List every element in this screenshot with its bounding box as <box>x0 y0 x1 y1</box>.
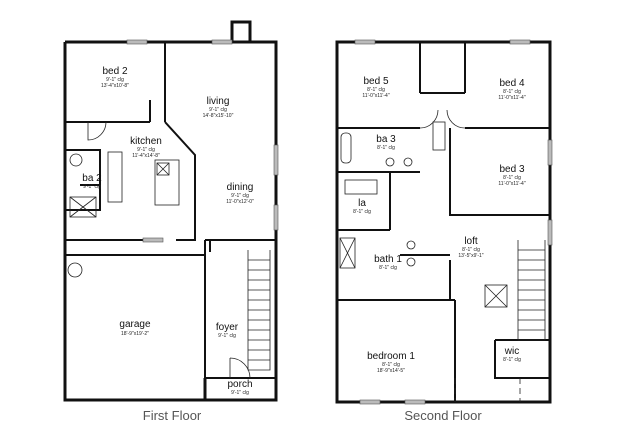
svg-text:13'-4"x10'-8": 13'-4"x10'-8" <box>101 83 129 89</box>
linen <box>432 121 446 151</box>
door <box>87 121 107 141</box>
room-name: la <box>358 198 366 209</box>
room-name: garage <box>119 319 151 330</box>
room-name: porch <box>227 379 252 390</box>
room-name: bed 3 <box>499 164 524 175</box>
svg-text:8'-1" clg: 8'-1" clg <box>503 89 521 95</box>
svg-text:8'-1" clg: 8'-1" clg <box>503 175 521 181</box>
room-name: bed 2 <box>102 66 127 77</box>
chimney <box>230 20 252 44</box>
stairs <box>517 240 546 341</box>
svg-text:8'-1" clg: 8'-1" clg <box>503 357 521 363</box>
svg-text:14'-8"x15'-10": 14'-8"x15'-10" <box>203 113 234 119</box>
room-name: wic <box>504 346 519 357</box>
second-floor-exterior-wall <box>335 40 552 404</box>
second-floor-plan: bed 5 8'-1" clg 11'-0"x11'-4" bed 4 8'-1… <box>335 39 553 423</box>
svg-text:9'-1" clg: 9'-1" clg <box>209 107 227 113</box>
second-floor-interior-walls <box>337 42 550 402</box>
first-floor-caption: First Floor <box>143 408 202 423</box>
room-name: kitchen <box>130 136 162 147</box>
room-name: bedroom 1 <box>367 351 415 362</box>
svg-text:9'-1" clg: 9'-1" clg <box>218 333 236 339</box>
svg-text:9'-1" clg: 9'-1" clg <box>231 390 249 396</box>
svg-text:8'-1" clg: 8'-1" clg <box>379 265 397 271</box>
bathtub <box>340 132 352 164</box>
svg-text:13'-5"x9'-1": 13'-5"x9'-1" <box>458 253 483 259</box>
room-name: loft <box>464 236 478 247</box>
door <box>419 109 466 129</box>
svg-text:11'-0"x11'-4": 11'-0"x11'-4" <box>362 93 389 99</box>
svg-text:8'-1" clg: 8'-1" clg <box>382 362 400 368</box>
svg-text:8'-1" clg: 8'-1" clg <box>462 247 480 253</box>
svg-text:8'-1" clg: 8'-1" clg <box>353 209 371 215</box>
first-floor-exterior-wall <box>63 40 278 402</box>
svg-text:8'-1" clg: 8'-1" clg <box>367 87 385 93</box>
first-floor-interior-walls <box>65 42 276 400</box>
second-floor-caption: Second Floor <box>404 408 482 423</box>
room-name: bed 5 <box>363 76 388 87</box>
kitchen-island <box>154 159 180 206</box>
washer-dryer <box>344 179 378 195</box>
svg-text:8'-1" clg: 8'-1" clg <box>377 145 395 151</box>
room-name: ba 2 <box>82 173 102 184</box>
svg-text:18'-9"x19'-2": 18'-9"x19'-2" <box>121 331 149 337</box>
svg-text:11'-4"x14'-8": 11'-4"x14'-8" <box>132 153 160 159</box>
stairs <box>247 250 271 371</box>
room-name: living <box>207 96 230 107</box>
room-name: foyer <box>216 322 239 333</box>
svg-text:11'-0"x11'-4": 11'-0"x11'-4" <box>498 181 525 187</box>
first-floor-plan: bed 2 9'-1" clg 13'-4"x10'-8" living 9'-… <box>63 20 279 423</box>
front-door <box>229 357 251 379</box>
svg-text:11'-0"x11'-4": 11'-0"x11'-4" <box>498 95 525 101</box>
toilet <box>69 153 83 167</box>
water-heater <box>67 262 83 278</box>
room-name: ba 3 <box>376 134 396 145</box>
room-name: dining <box>227 182 254 193</box>
svg-text:9'-1" clg: 9'-1" clg <box>83 184 101 190</box>
svg-text:11'-0"x12'-0": 11'-0"x12'-0" <box>226 199 254 205</box>
kitchen-counter <box>107 151 123 203</box>
svg-text:9'-1" clg: 9'-1" clg <box>231 193 249 199</box>
svg-text:9'-1" clg: 9'-1" clg <box>137 147 155 153</box>
svg-text:9'-1" clg: 9'-1" clg <box>106 77 124 83</box>
svg-text:18'-9"x14'-5": 18'-9"x14'-5" <box>377 368 405 374</box>
room-name: bed 4 <box>499 78 524 89</box>
room-name: bath 1 <box>374 254 402 265</box>
